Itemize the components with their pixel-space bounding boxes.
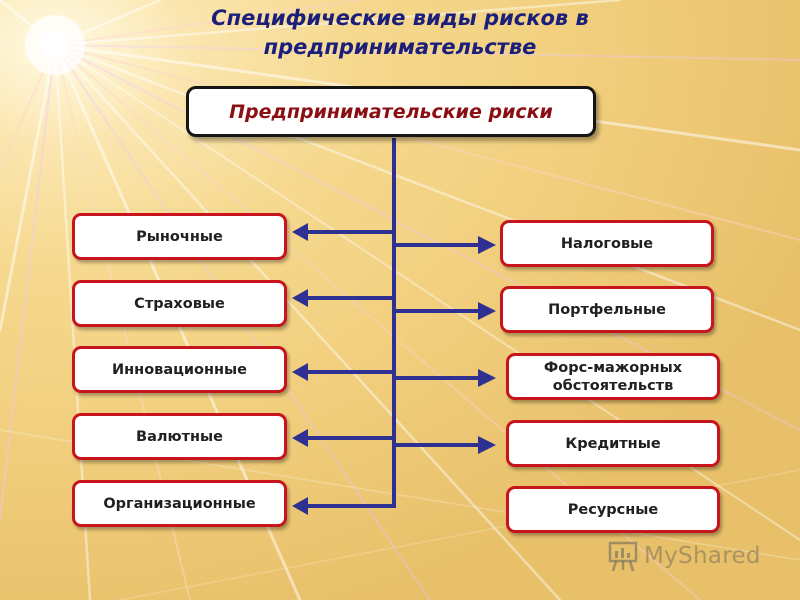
root-node: Предпринимательские риски [186,86,596,137]
node-right-1-label: Налоговые [560,235,654,252]
arrow-right-3 [478,369,496,387]
node-left-3-label: Инновационные [112,361,247,378]
node-right-4-label: Кредитные [565,435,661,452]
watermark-logo: MyShared [606,538,761,574]
node-left-1: Рыночные [72,213,287,260]
arrow-left-4 [292,429,308,447]
node-right-5-label: Ресурсные [567,501,659,518]
node-left-5: Организационные [72,480,287,527]
arrow-left-5 [292,497,308,515]
node-right-5: Ресурсные [506,486,720,533]
arrow-left-2 [292,289,308,307]
watermark-text: MyShared [644,543,761,569]
node-right-3: Форс-мажорных обстоятельств [506,353,720,400]
arrow-right-4 [478,436,496,454]
arrow-left-3 [292,363,308,381]
node-right-2: Портфельные [500,286,714,333]
node-left-5-label: Организационные [103,495,256,512]
arrow-right-1 [478,236,496,254]
node-left-2: Страховые [72,280,287,327]
presentation-board-icon [608,541,638,572]
node-right-4: Кредитные [506,420,720,467]
node-left-4-label: Валютные [136,428,223,445]
arrow-left-1 [292,223,308,241]
node-left-1-label: Рыночные [136,228,223,245]
slide-title-line-2: предпринимательстве [263,35,537,59]
slide-title: Специфические виды рисков в предпринимат… [170,4,630,62]
slide-title-line-1: Специфические виды рисков в [211,6,589,30]
arrow-right-2 [478,302,496,320]
node-left-2-label: Страховые [134,295,225,312]
node-right-3-label: Форс-мажорных обстоятельств [543,359,683,394]
node-left-4: Валютные [72,413,287,460]
node-right-1: Налоговые [500,220,714,267]
node-left-3: Инновационные [72,346,287,393]
root-node-label: Предпринимательские риски [229,100,553,123]
node-right-2-label: Портфельные [548,301,666,318]
